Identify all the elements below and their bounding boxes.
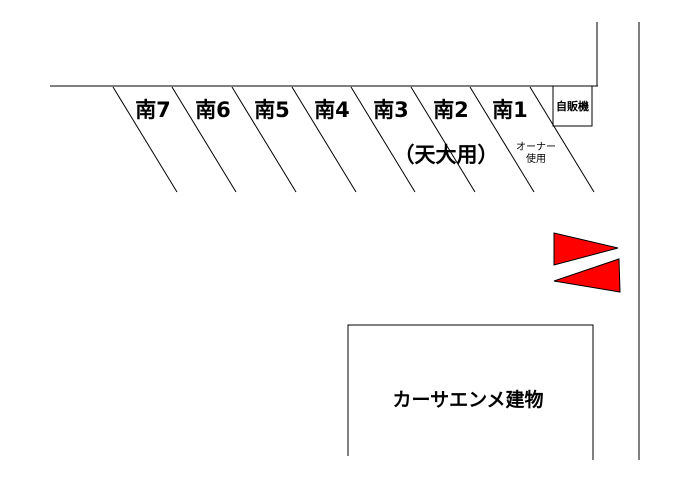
stall-divider	[529, 86, 595, 193]
parking-space-label: 南6	[195, 98, 231, 122]
stall-divider	[410, 86, 476, 193]
building-outline	[347, 324, 594, 460]
stall-divider	[291, 86, 357, 193]
vending-machine-box	[552, 85, 593, 127]
parking-space-label: 南2	[433, 98, 469, 122]
owner-use-label-line2: 使用	[526, 152, 546, 165]
parking-space-label: 南3	[373, 98, 409, 122]
owner-use-label-line1: オーナー	[516, 141, 556, 153]
stall-divider	[350, 86, 416, 193]
parking-space-label: 南7	[135, 98, 171, 122]
tenten-use-note: （天大用）	[394, 143, 499, 167]
entrance-arrow-out-icon	[553, 258, 621, 293]
parking-space-label: 南5	[254, 98, 290, 122]
parking-space-label: 南1	[492, 98, 528, 122]
parking-space-label: 南4	[314, 98, 350, 122]
stall-divider	[171, 86, 237, 193]
vending-machine-label: 自販機	[556, 99, 589, 113]
building-label: カーサエンメ建物	[392, 388, 543, 411]
stall-divider	[112, 86, 178, 193]
stall-divider	[469, 86, 535, 193]
stall-divider	[231, 86, 297, 193]
entrance-arrow-in-icon	[553, 232, 619, 266]
